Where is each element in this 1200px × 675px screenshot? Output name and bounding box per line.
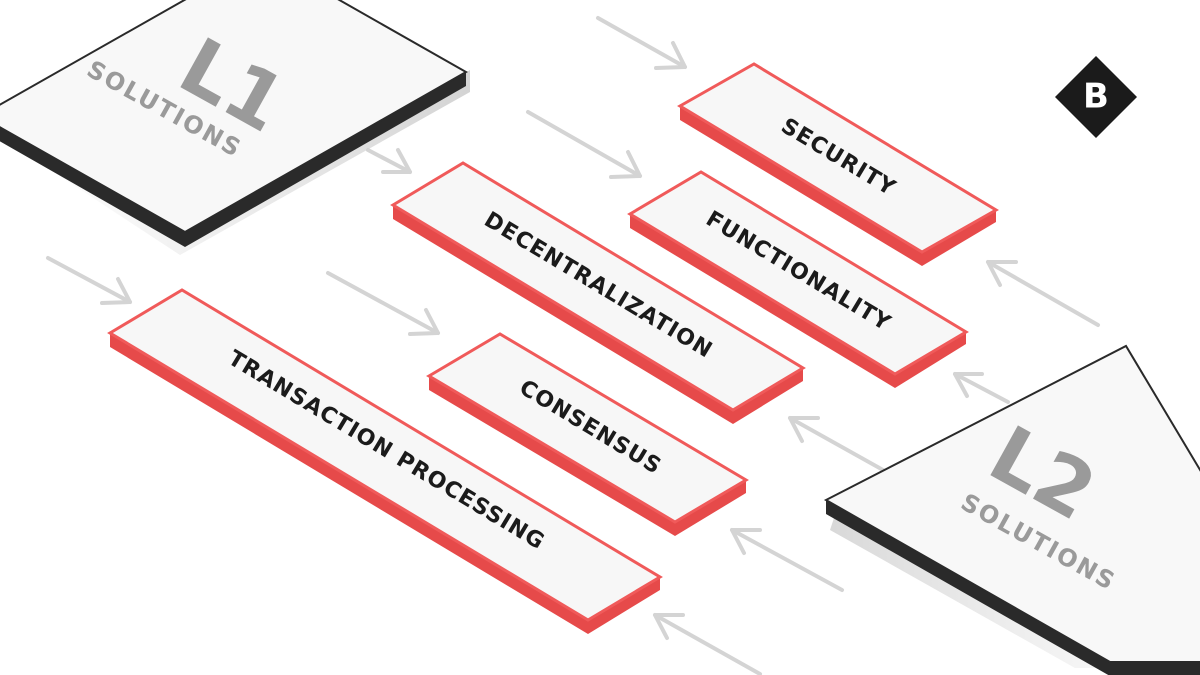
block-security-top <box>677 62 999 254</box>
arrows <box>46 16 1100 675</box>
arrow-left-2 <box>953 372 1010 404</box>
arrow-left-1 <box>986 260 1100 327</box>
l1-panel-top <box>0 0 469 234</box>
arrow-right-2 <box>526 110 642 179</box>
l1-panel: L1 SOLUTIONS <box>0 0 470 255</box>
block-transaction-processing-top <box>107 288 663 622</box>
block-decentralization-side <box>393 205 803 424</box>
arrow-right-4 <box>46 256 132 305</box>
block-decentralization-top <box>390 161 806 412</box>
l2-panel: L2 SOLUTIONS <box>823 344 1200 675</box>
arrow-left-5 <box>653 613 762 675</box>
arrow-left-4 <box>730 528 844 592</box>
logo-letter: B <box>1083 77 1109 117</box>
logo-diamond-icon <box>1055 56 1137 138</box>
block-functionality-top <box>627 170 969 376</box>
arrow-right-5 <box>326 271 440 336</box>
brand-logo: B <box>1055 56 1137 138</box>
l2-panel-top <box>823 344 1200 663</box>
arrow-right-1 <box>596 16 687 70</box>
l1-panel-side <box>0 72 466 247</box>
arrow-left-3 <box>788 416 894 477</box>
block-consensus-top <box>426 332 749 524</box>
arrow-right-3 <box>366 148 412 174</box>
